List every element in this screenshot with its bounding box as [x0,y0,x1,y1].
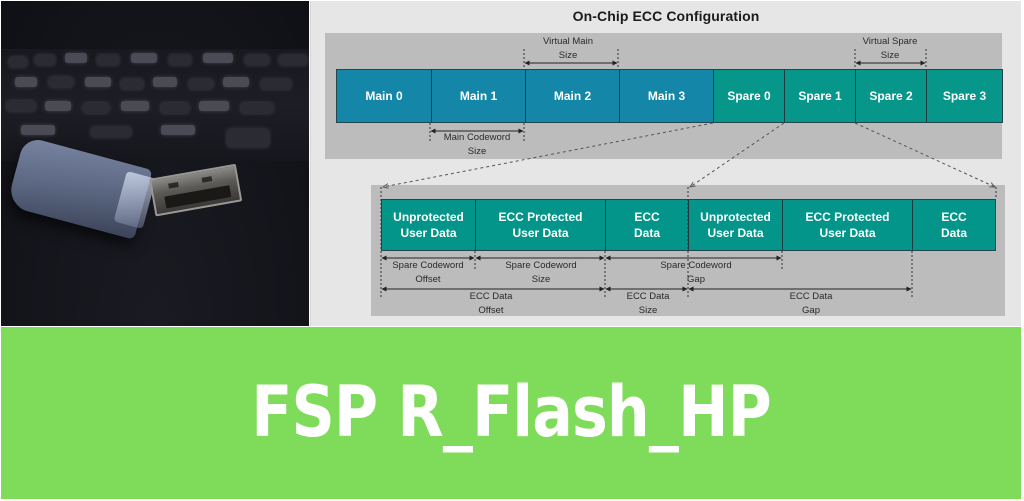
block-ecc-protected-user-data-2: ECC Protected User Data [783,200,913,250]
label-spare-codeword-offset: Spare Codeword Offset [392,260,464,285]
label-spare-codeword-gap: Spare Codeword Gap [660,260,732,285]
label-ecc-data-offset: ECC Data Offset [469,291,513,316]
block-ecc-data-2: ECC Data [913,200,995,250]
title-banner: FSP R_Flash_HP [1,327,1021,499]
label-main-codeword-size: Main Codeword Size [443,132,511,157]
label-ecc-data-size: ECC Data Size [626,291,670,316]
label-virtual-main-size: Virtual Main Size [543,36,593,61]
block-main-3: Main 3 [620,70,714,122]
block-unprotected-user-data-1: Unprotected User Data [382,200,476,250]
block-main-0: Main 0 [337,70,432,122]
block-spare-2: Spare 2 [856,70,927,122]
label-spare-codeword-size: Spare Codeword Size [505,260,577,285]
block-ecc-protected-user-data-1: ECC Protected User Data [476,200,606,250]
diagram-title: On-Chip ECC Configuration [572,8,760,24]
ecc-diagram: On-Chip ECC Configuration Main 0 Main 1 … [310,1,1021,326]
page-layout-row: Main 0 Main 1 Main 2 Main 3 Spare 0 Spar… [336,69,1003,123]
block-main-2: Main 2 [526,70,620,122]
label-virtual-spare-size: Virtual Spare Size [862,36,918,61]
banner-title: FSP R_Flash_HP [251,371,772,453]
block-ecc-data-1: ECC Data [606,200,689,250]
usb-connector [149,163,243,217]
label-ecc-data-gap: ECC Data Gap [789,291,833,316]
block-unprotected-user-data-2: Unprotected User Data [689,200,783,250]
spare-layout-row: Unprotected User Data ECC Protected User… [381,199,996,251]
block-main-1: Main 1 [432,70,526,122]
block-spare-0: Spare 0 [714,70,785,122]
block-spare-1: Spare 1 [785,70,856,122]
usb-drive-photo [1,1,309,326]
block-spare-3: Spare 3 [927,70,1002,122]
